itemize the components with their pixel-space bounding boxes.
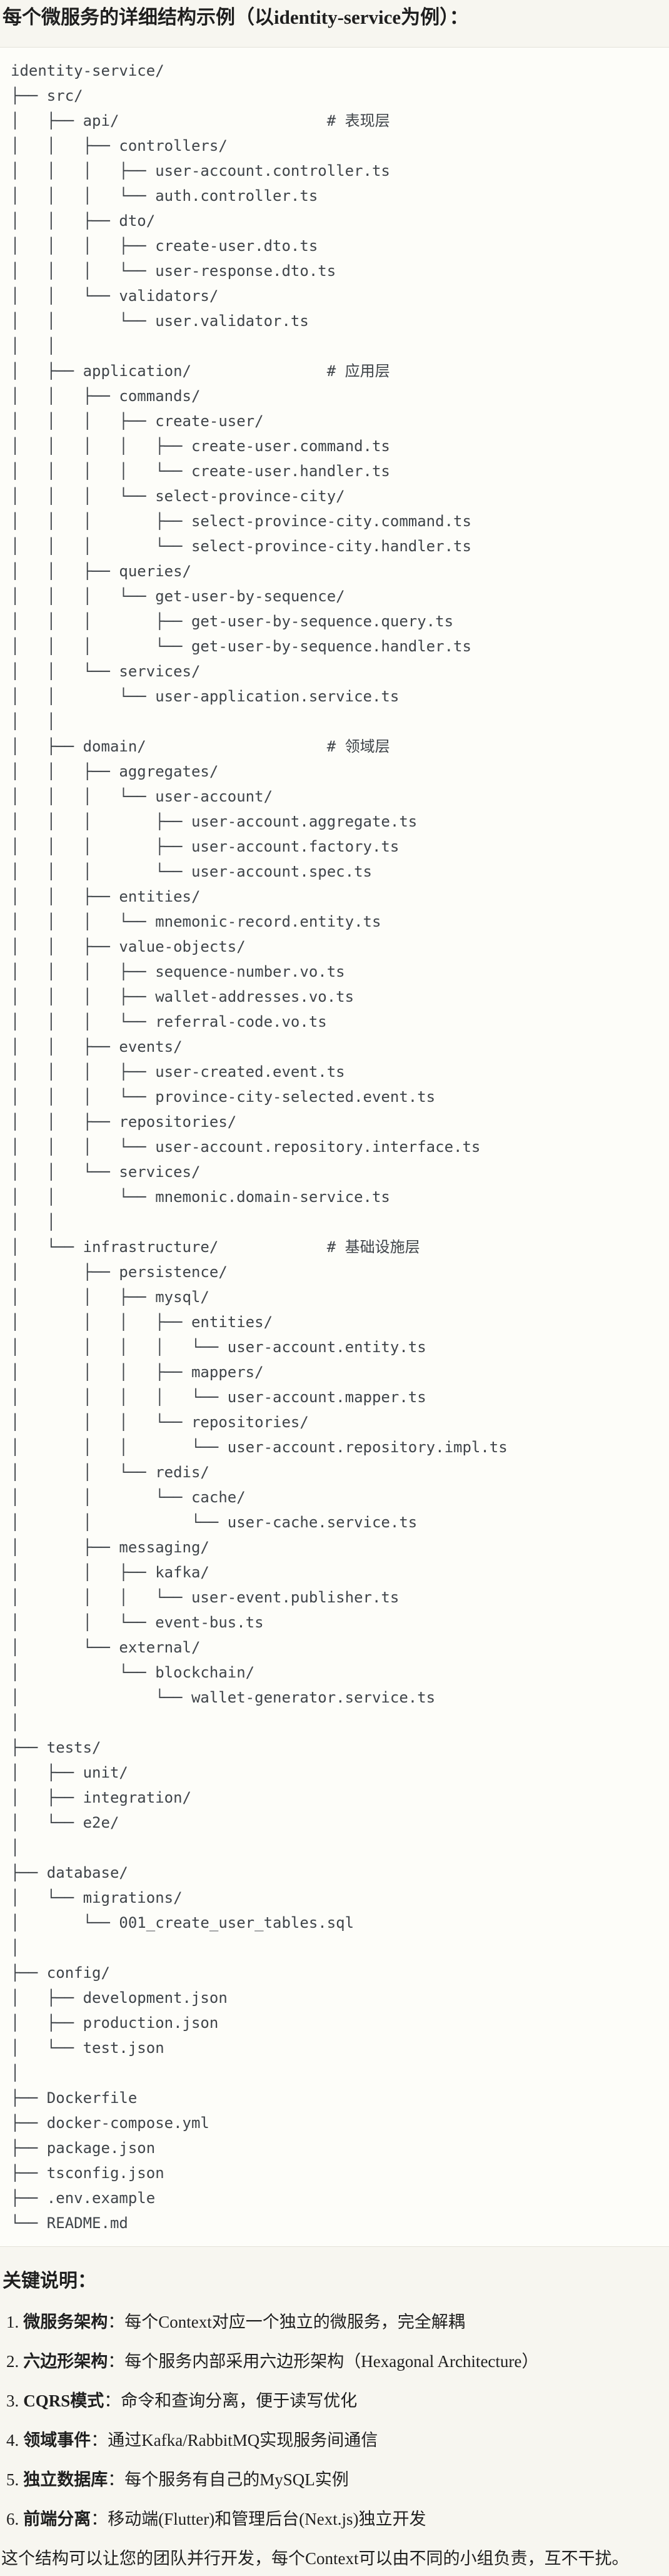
note-desc: ：每个Context对应一个独立的微服务，完全解耦 bbox=[108, 2313, 465, 2331]
note-term: CQRS模式 bbox=[23, 2391, 104, 2410]
directory-tree: identity-service/ ├── src/ │ ├── api/ # … bbox=[0, 47, 669, 2247]
note-number: 2. bbox=[6, 2352, 19, 2371]
note-desc: ：命令和查询分离，便于读写优化 bbox=[104, 2391, 358, 2410]
note-item: 2.六边形架构：每个服务内部采用六边形架构（Hexagonal Architec… bbox=[6, 2350, 669, 2373]
note-term: 独立数据库 bbox=[23, 2470, 108, 2489]
notes-heading: 关键说明： bbox=[3, 2271, 96, 2291]
note-term: 前端分离 bbox=[23, 2510, 91, 2528]
note-number: 6. bbox=[6, 2510, 19, 2528]
note-desc: ：每个服务内部采用六边形架构（Hexagonal Architecture） bbox=[108, 2352, 539, 2371]
note-item: 5.独立数据库：每个服务有自己的MySQL实例 bbox=[6, 2468, 669, 2491]
page-title: 每个微服务的详细结构示例（以identity-service为例）： bbox=[3, 6, 469, 28]
note-item: 4.领域事件：通过Kafka/RabbitMQ实现服务间通信 bbox=[6, 2429, 669, 2451]
notes-section: 关键说明： 1.微服务架构：每个Context对应一个独立的微服务，完全解耦 2.… bbox=[0, 2268, 669, 2570]
note-number: 5. bbox=[6, 2470, 19, 2489]
note-desc: ：移动端(Flutter)和管理后台(Next.js)独立开发 bbox=[91, 2510, 426, 2528]
note-item: 1.微服务架构：每个Context对应一个独立的微服务，完全解耦 bbox=[6, 2311, 669, 2333]
note-item: 6.前端分离：移动端(Flutter)和管理后台(Next.js)独立开发 bbox=[6, 2508, 669, 2530]
note-number: 4. bbox=[6, 2431, 19, 2450]
note-term: 六边形架构 bbox=[23, 2352, 108, 2371]
note-term: 领域事件 bbox=[23, 2431, 91, 2450]
note-item: 3.CQRS模式：命令和查询分离，便于读写优化 bbox=[6, 2390, 669, 2412]
note-desc: ：通过Kafka/RabbitMQ实现服务间通信 bbox=[91, 2431, 378, 2450]
note-number: 1. bbox=[6, 2313, 19, 2331]
closing-paragraph: 这个结构可以让您的团队并行开发，每个Context可以由不同的小组负责，互不干扰… bbox=[1, 2549, 629, 2568]
note-desc: ：每个服务有自己的MySQL实例 bbox=[108, 2470, 349, 2489]
note-number: 3. bbox=[6, 2391, 19, 2410]
note-term: 微服务架构 bbox=[23, 2313, 108, 2331]
